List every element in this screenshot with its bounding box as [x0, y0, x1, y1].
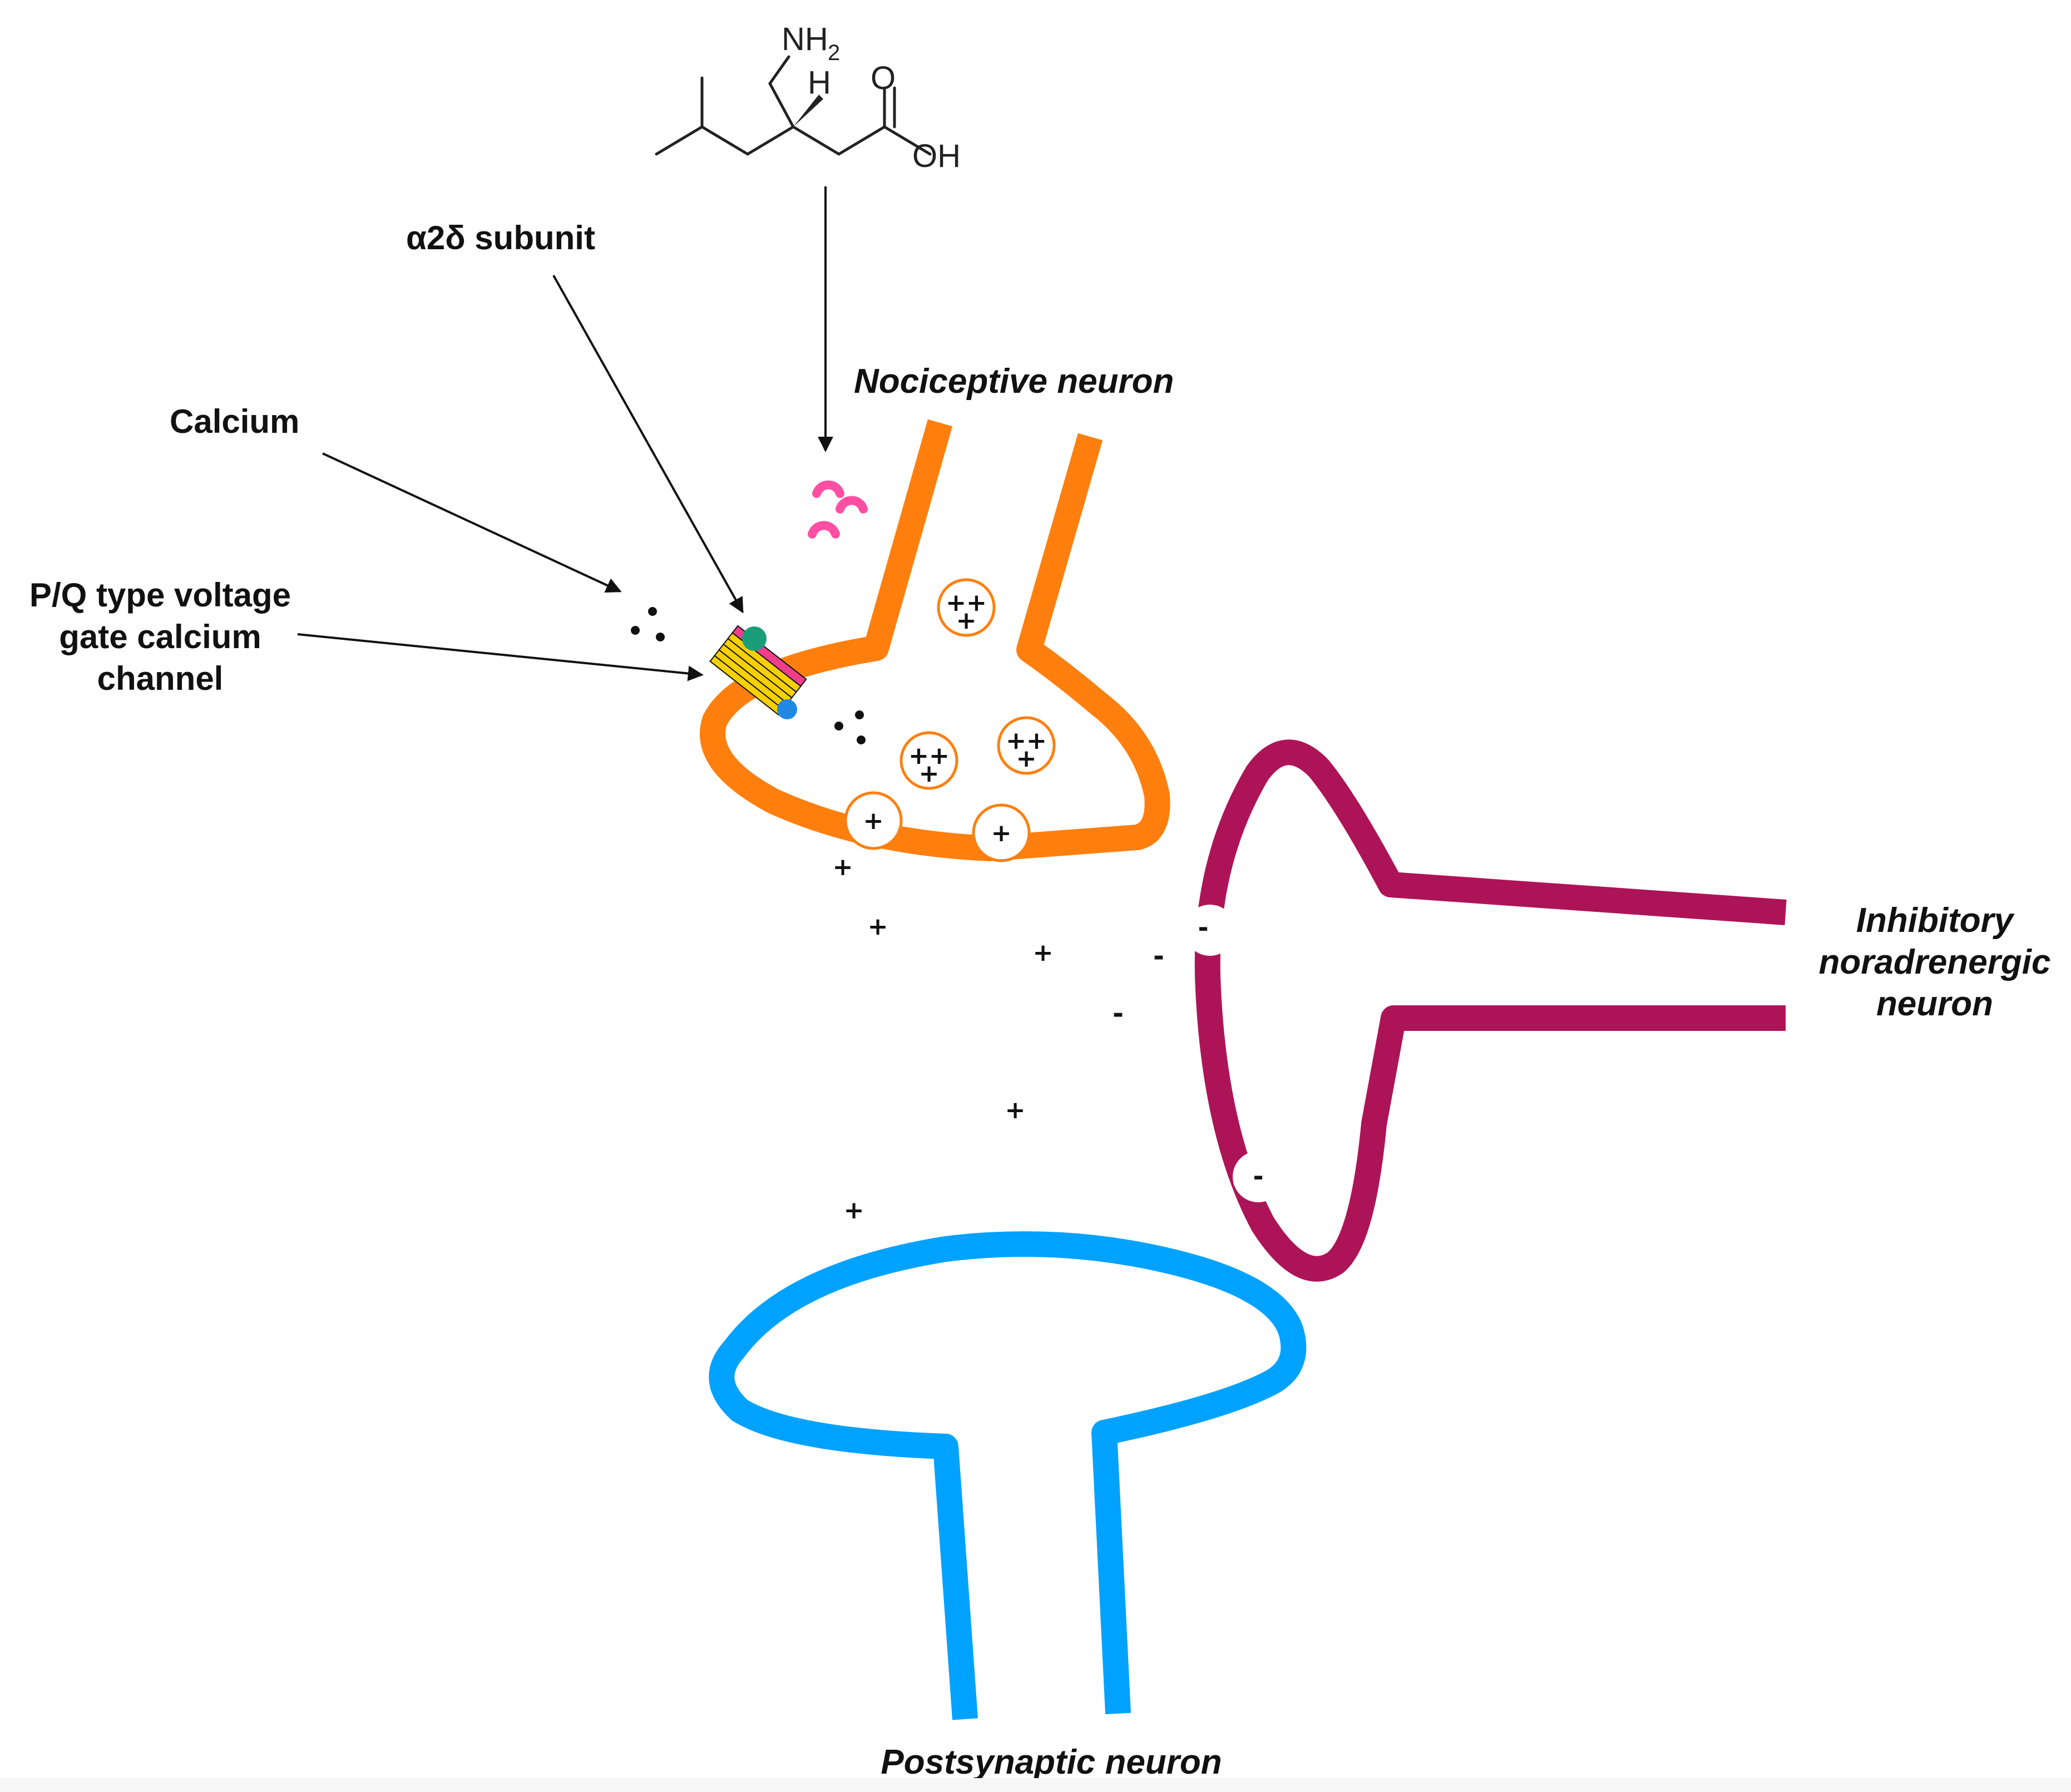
svg-text:+: +	[991, 819, 1012, 847]
svg-text:+: +	[833, 853, 853, 881]
nh2-subscript: 2	[828, 41, 840, 65]
svg-text:+: +	[919, 759, 940, 788]
svg-text:neuron: neuron	[1876, 985, 1993, 1023]
released-transmitter: + + + + +	[833, 853, 1054, 1225]
pq-channel-label: P/Q type voltage gate calcium channel	[29, 576, 291, 697]
postsynaptic-neuron-membrane	[709, 1231, 1307, 1720]
svg-text:+: +	[1016, 744, 1037, 773]
channel-blue-bead	[777, 699, 797, 719]
vesicle: ++ +	[997, 716, 1056, 775]
fusing-vesicle: +	[972, 803, 1031, 862]
alpha2delta-label: α2δ subunit	[406, 219, 595, 256]
svg-text:+: +	[1005, 1096, 1026, 1124]
o-label: O	[871, 60, 896, 96]
svg-text:-: -	[1113, 998, 1124, 1029]
svg-text:P/Q type voltage: P/Q type voltage	[29, 576, 291, 614]
svg-text:channel: channel	[97, 660, 224, 697]
svg-text:-: -	[1253, 1161, 1263, 1191]
inhibitory-vesicle: -	[1184, 905, 1235, 956]
svg-text:++: ++	[908, 742, 950, 770]
svg-text:+: +	[956, 606, 977, 635]
fusing-vesicle: +	[844, 791, 903, 850]
vesicle: ++ +	[937, 578, 996, 637]
inhibitory-neuron-membrane	[1194, 739, 1787, 1282]
calcium-label: Calcium	[170, 403, 299, 440]
svg-text:-: -	[1198, 912, 1208, 942]
stereo-wedge	[793, 95, 823, 127]
svg-text:+: +	[1033, 939, 1054, 967]
alpha2delta-subunit	[742, 626, 767, 651]
svg-text:noradrenergic: noradrenergic	[1819, 943, 2051, 981]
vesicle: ++ +	[899, 731, 958, 790]
svg-text:++: ++	[946, 589, 987, 617]
postsynaptic-neuron-label: Postsynaptic neuron	[881, 1743, 1222, 1781]
inhibitory-transmitter: - -	[1113, 941, 1164, 1029]
inhibitory-neuron-label: Inhibitory noradrenergic neuron	[1819, 901, 2051, 1023]
svg-text:+: +	[863, 807, 884, 835]
alpha2delta-arrow	[552, 275, 744, 614]
nociceptive-neuron-label: Nociceptive neuron	[854, 362, 1174, 401]
svg-text:Inhibitory: Inhibitory	[1856, 901, 2015, 940]
svg-text:+: +	[868, 912, 888, 941]
nociceptive-neuron-membrane	[700, 419, 1170, 861]
svg-text:++: ++	[1006, 727, 1047, 755]
pq-channel-arrow	[297, 633, 704, 682]
calcium-arrow	[322, 452, 622, 593]
oh-label: OH	[912, 138, 961, 174]
drug-particles	[808, 480, 868, 539]
svg-text:gate calcium: gate calcium	[59, 618, 261, 655]
inhibitory-vesicle: -	[1233, 1151, 1284, 1202]
calcium-ions-outside	[631, 607, 665, 641]
h-label: H	[808, 65, 831, 101]
svg-text:-: -	[1153, 941, 1164, 972]
nh2-label: NH	[782, 21, 828, 57]
calcium-ions-inside	[834, 710, 866, 744]
bottom-strip	[0, 1778, 2071, 1792]
svg-text:+: +	[844, 1196, 864, 1225]
